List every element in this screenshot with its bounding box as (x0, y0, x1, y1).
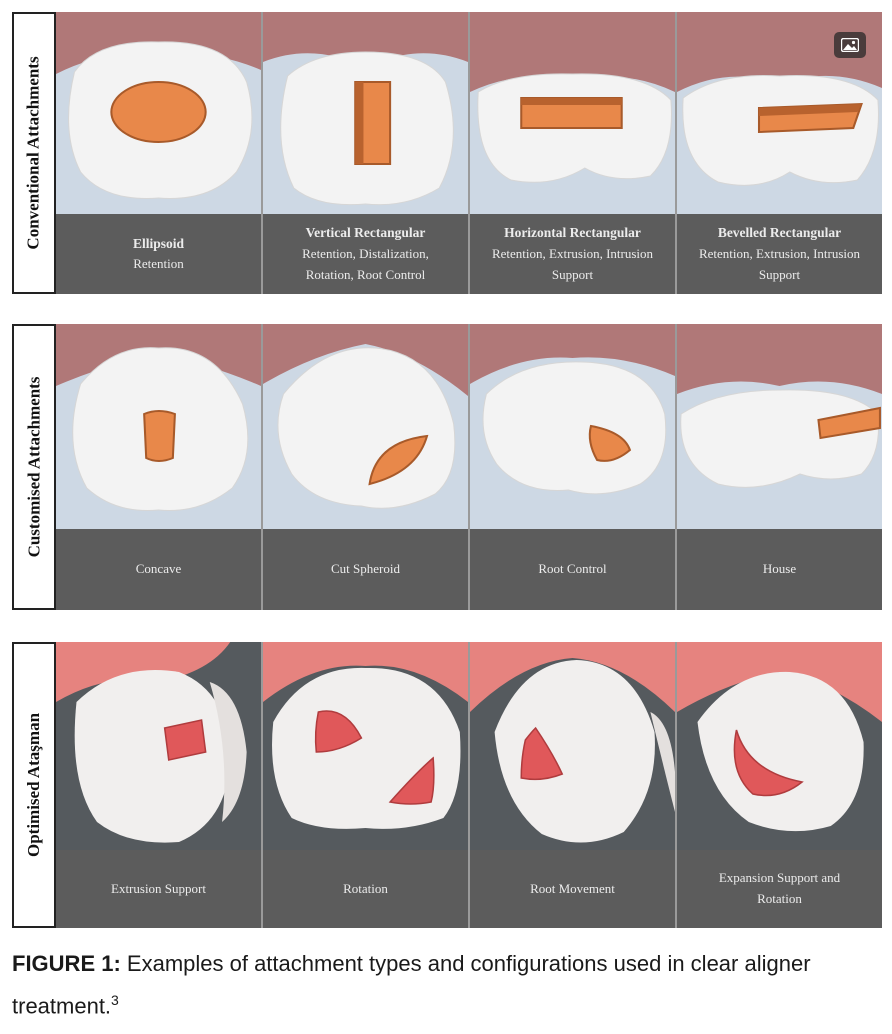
attachment-grid: Ellipsoid Retention Vertical Rectangular… (56, 12, 882, 294)
attachment-cell: House (677, 324, 882, 610)
caption: Concave (56, 529, 261, 610)
attachment-shape (163, 719, 207, 761)
attachment-cell: Bevelled Rectangular Retention, Extrusio… (677, 12, 882, 294)
tooth-image (56, 642, 261, 850)
caption-line: Retention (133, 256, 184, 272)
caption-line: House (762, 561, 797, 577)
tooth-image (677, 324, 882, 529)
caption: House (677, 529, 882, 610)
caption: Vertical Rectangular Retention, Distaliz… (263, 214, 468, 294)
figure-label: FIGURE 1: (12, 951, 121, 976)
caption-line: Expansion Support and (718, 870, 841, 886)
caption-line: Extrusion Support (111, 880, 206, 896)
attachment-title: Vertical Rectangular (305, 225, 426, 241)
attachment-shape (588, 424, 632, 462)
tooth-image (263, 642, 468, 850)
caption: Horizontal Rectangular Retention, Extrus… (470, 214, 675, 294)
caption-line: Cut Spheroid (331, 561, 400, 577)
caption: Extrusion Support (56, 850, 261, 928)
caption: Bevelled Rectangular Retention, Extrusio… (677, 214, 882, 294)
caption: Root Control (470, 529, 675, 610)
section-label: Customised Attachments (12, 324, 56, 610)
caption-line: Concave (135, 561, 182, 577)
image-icon[interactable] (834, 32, 866, 58)
caption-line: Rotation (757, 891, 802, 906)
attachment-shape (314, 710, 363, 753)
attachment-cell: Root Movement (470, 642, 675, 928)
caption: Expansion Support and Rotation (677, 850, 882, 928)
caption: Cut Spheroid (263, 529, 468, 610)
attachment-shape (110, 81, 207, 143)
section-customised: Customised Attachments Concave (12, 324, 882, 610)
tooth-image (263, 324, 468, 529)
attachment-cell: Vertical Rectangular Retention, Distaliz… (263, 12, 468, 294)
tooth-image (470, 642, 675, 850)
caption-line: Root Control (538, 561, 607, 577)
caption-line: Rotation (343, 880, 388, 896)
section-conventional: Conventional Attachments Ellipsoid Reten… (12, 12, 882, 294)
attachment-title: Horizontal Rectangular (504, 225, 641, 241)
section-label: Conventional Attachments (12, 12, 56, 294)
attachment-cell: Ellipsoid Retention (56, 12, 261, 294)
tooth-image (263, 12, 468, 214)
section-optimised: Optimised Ataşman Extrusion Support (12, 642, 882, 928)
attachment-cell: Rotation (263, 642, 468, 928)
caption-line: Support (551, 266, 594, 282)
attachment-cell: Horizontal Rectangular Retention, Extrus… (470, 12, 675, 294)
tooth-image (470, 12, 675, 214)
caption: Rotation (263, 850, 468, 928)
attachment-shape (520, 726, 564, 781)
tooth-image (56, 324, 261, 529)
attachment-cell: Cut Spheroid (263, 324, 468, 610)
caption-line: Support (758, 266, 801, 282)
attachment-shape (733, 729, 804, 797)
attachment-title: Bevelled Rectangular (717, 225, 842, 241)
attachment-shape (143, 410, 176, 462)
attachment-shape (388, 756, 435, 805)
attachment-cell: Root Control (470, 324, 675, 610)
caption: Root Movement (470, 850, 675, 928)
caption-line: Root Movement (530, 880, 615, 896)
caption-line: Retention, Extrusion, Intrusion (491, 246, 654, 261)
attachment-grid: Extrusion Support Rotation (56, 642, 882, 928)
caption-line: Retention, Distalization, (302, 246, 429, 261)
section-label: Optimised Ataşman (12, 642, 56, 928)
attachment-title: Ellipsoid (132, 235, 185, 251)
attachment-grid: Concave Cut Spheroid (56, 324, 882, 610)
figure-text: Examples of attachment types and configu… (12, 951, 811, 1019)
tooth-image (677, 642, 882, 850)
attachment-cell: Extrusion Support (56, 642, 261, 928)
attachment-cell: Concave (56, 324, 261, 610)
figure-reference[interactable]: 3 (111, 992, 119, 1008)
attachment-shape (817, 406, 881, 440)
caption-line: Rotation, Root Control (305, 266, 426, 282)
caption-line: Retention, Extrusion, Intrusion (698, 246, 861, 261)
tooth-image (56, 12, 261, 214)
figure-caption: FIGURE 1: Examples of attachment types a… (12, 946, 882, 1024)
attachment-shape (368, 434, 429, 486)
attachment-cell: Expansion Support and Rotation (677, 642, 882, 928)
tooth-image (677, 12, 882, 214)
caption: Ellipsoid Retention (56, 214, 261, 294)
tooth-image (470, 324, 675, 529)
